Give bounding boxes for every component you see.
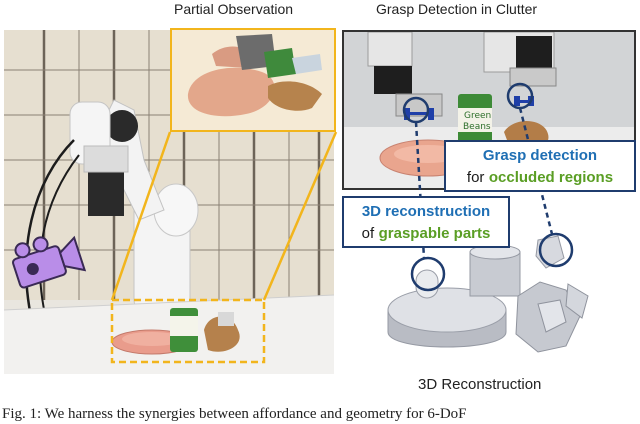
reconstruction-shapes [387, 235, 589, 353]
reconstruction-marker-right [538, 232, 574, 268]
figure-caption: Fig. 1: We harness the synergies between… [2, 406, 467, 422]
partial-observation-label: Partial Observation [174, 1, 294, 17]
connector-line-left [110, 131, 172, 301]
dashed-connector-left [414, 121, 426, 259]
grasp-detection-callout: Grasp detection for occluded regions [444, 140, 636, 192]
point-cloud-drawing [172, 30, 334, 130]
partial-observation-inset [170, 28, 336, 132]
can-label-line2: Beans [463, 122, 491, 132]
grasp-detection-label: Grasp Detection in Clutter [376, 1, 538, 17]
reconstruction-callout: 3D reconstruction of graspable parts [342, 196, 510, 248]
grasp-marker-left [402, 96, 430, 124]
highlight-box [110, 298, 266, 364]
reconstruction-label: 3D Reconstruction [418, 376, 542, 393]
grasp-detection-target: occluded regions [488, 169, 614, 186]
reconstruction-marker-left [410, 256, 446, 292]
grasp-detection-connector: for [466, 169, 485, 186]
grasp-marker-right [506, 82, 534, 110]
reconstruction-target: graspable parts [378, 225, 491, 242]
reconstruction-connector: of [361, 225, 375, 242]
reconstruction-highlight: 3D reconstruction [361, 203, 491, 220]
can-label-line1: Green [464, 111, 491, 121]
connector-line-right [262, 131, 338, 301]
grasp-detection-highlight: Grasp detection [482, 147, 598, 164]
camera-icon [12, 235, 87, 289]
